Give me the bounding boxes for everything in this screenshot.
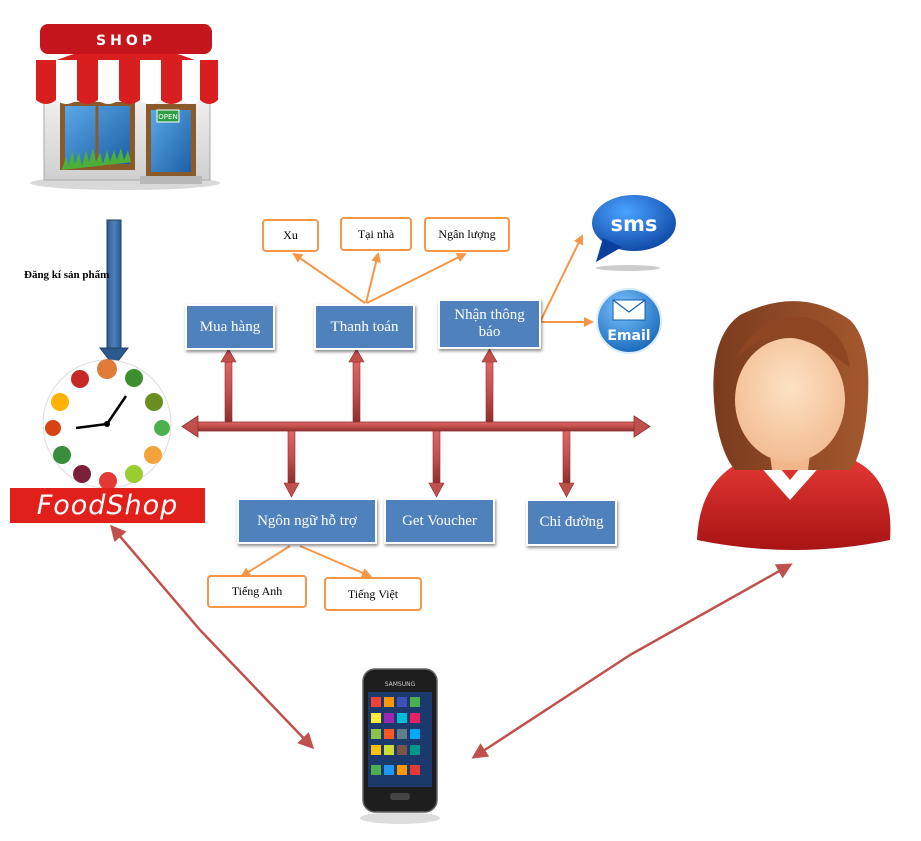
- open-sign: OPEN: [158, 113, 177, 121]
- function-nhan-thong-bao[interactable]: Nhận thông báo: [438, 299, 541, 349]
- down-arrow-ngon-ngu: [283, 430, 300, 498]
- customer-phone-arrow: [471, 563, 793, 759]
- register-product-label: Đăng kí sản phẩm: [24, 269, 110, 281]
- function-thanh-toan[interactable]: Thanh toán: [314, 304, 415, 350]
- up-arrow-nhan-thong-bao: [481, 348, 498, 423]
- phone-brand: SAMSUNG: [385, 681, 416, 688]
- email-label: Email: [607, 328, 650, 344]
- function-mua-hang[interactable]: Mua hàng: [185, 304, 275, 350]
- down-arrow-voucher: [428, 430, 445, 498]
- up-arrow-mua-hang: [220, 348, 237, 423]
- payment-arrows: [292, 252, 467, 304]
- function-axis: [181, 415, 651, 438]
- register-arrow: [98, 219, 130, 367]
- up-arrow-thanh-toan: [348, 348, 365, 423]
- payment-option-xu[interactable]: Xu: [262, 219, 319, 252]
- language-tieng-anh[interactable]: Tiếng Anh: [207, 575, 307, 608]
- payment-option-ngan-luong[interactable]: Ngân lượng: [424, 217, 510, 252]
- payment-option-tai-nha[interactable]: Tại nhà: [340, 217, 412, 251]
- sms-label: sms: [611, 212, 658, 236]
- foodshop-phone-arrow: [110, 524, 315, 750]
- function-get-voucher[interactable]: Get Voucher: [384, 498, 495, 544]
- down-arrow-chi-duong: [558, 430, 575, 498]
- language-tieng-viet[interactable]: Tiếng Việt: [324, 577, 422, 611]
- shop-sign: SHOP: [96, 33, 156, 49]
- function-chi-duong[interactable]: Chỉ đường: [526, 499, 617, 546]
- foodshop-logo: FoodShop: [10, 488, 205, 523]
- notify-arrows: [539, 234, 594, 327]
- function-ngon-ngu-ho-tro[interactable]: Ngôn ngữ hỗ trợ: [237, 498, 377, 544]
- language-arrows: [240, 545, 372, 578]
